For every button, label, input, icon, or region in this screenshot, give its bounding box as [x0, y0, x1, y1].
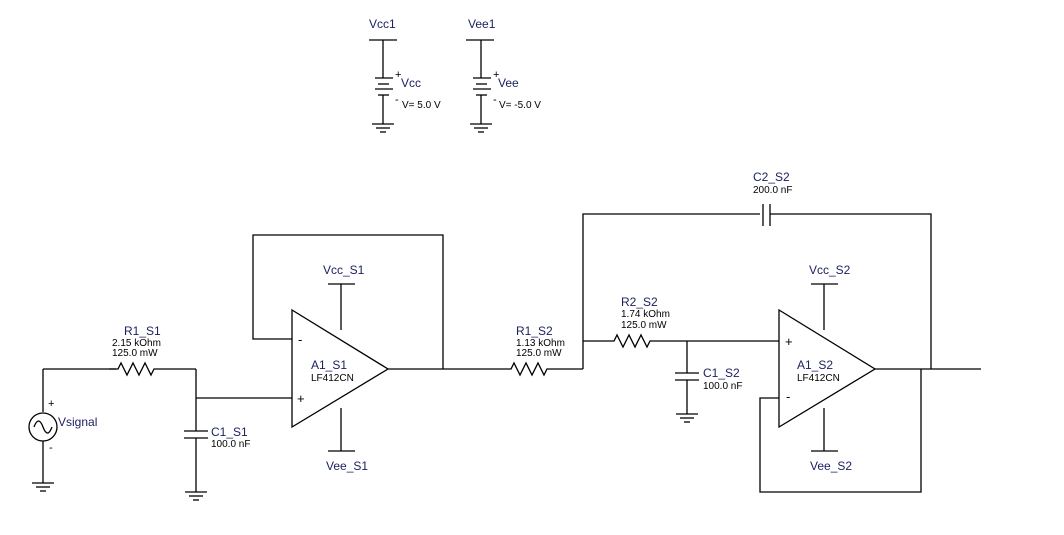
vee1-supply	[466, 39, 494, 133]
vee-minus-sign: -	[493, 94, 497, 106]
vee-s1-label: Vee_S1	[326, 459, 368, 473]
a1-s1-model: LF412CN	[311, 373, 354, 384]
c1-s2-label: C1_S2	[703, 366, 740, 380]
vee-voltage: V= -5.0 V	[499, 100, 541, 111]
r1-s1-label: R1_S1	[124, 324, 161, 338]
a1-s1-minus-sign: -	[298, 332, 302, 347]
c2-s2-label: C2_S2	[753, 170, 790, 184]
vcc-minus-sign: -	[395, 94, 399, 106]
r2-s2-power: 125.0 mW	[621, 320, 667, 331]
stage1-wiring	[43, 234, 500, 501]
vee-source-label: Vee	[498, 76, 519, 90]
a1-s1-plus-sign: +	[297, 391, 305, 406]
stage2-wiring	[500, 204, 981, 493]
vcc1-supply	[369, 39, 397, 133]
opamp-a1-s1	[291, 308, 390, 429]
a1-s1-label: A1_S1	[311, 358, 347, 372]
a1-s2-model: LF412CN	[797, 373, 840, 384]
r1-s2-label: R1_S2	[516, 324, 553, 338]
r2-s2-resistor	[583, 333, 779, 349]
vsignal-minus-sign: -	[49, 442, 53, 454]
a1-s2-label: A1_S2	[797, 358, 833, 372]
vee1-label: Vee1	[468, 17, 496, 31]
vsignal-source	[28, 369, 58, 492]
vee-plus-sign: +	[493, 69, 499, 81]
vee-s2-label: Vee_S2	[810, 459, 852, 473]
a1-s2-plus-sign: +	[785, 334, 793, 349]
vsignal-label: Vsignal	[58, 415, 97, 429]
c1-s1-label: C1_S1	[211, 425, 248, 439]
r1-s1-resistance: 2.15 kOhm	[112, 338, 161, 349]
vcc1-label: Vcc1	[369, 17, 396, 31]
a1-s2-minus-sign: -	[786, 389, 790, 404]
c1-s2-value: 100.0 nF	[703, 381, 742, 392]
r1-s2-power: 125.0 mW	[516, 348, 562, 359]
r1-s1-resistor	[109, 361, 196, 377]
vcc-s2-label: Vcc_S2	[809, 263, 851, 277]
c2-s2-value: 200.0 nF	[753, 185, 792, 196]
r2-s2-label: R2_S2	[621, 295, 658, 309]
r1-s2-resistance: 1.13 kOhm	[516, 338, 565, 349]
r1-s2-resistor	[500, 361, 583, 377]
vcc-source-label: Vcc	[401, 76, 421, 90]
vcc-voltage: V= 5.0 V	[402, 100, 441, 111]
vcc-plus-sign: +	[395, 69, 401, 81]
opamp-a1-s2	[778, 308, 877, 429]
vcc-s1-label: Vcc_S1	[323, 263, 365, 277]
r2-s2-resistance: 1.74 kOhm	[621, 309, 670, 320]
r1-s1-power: 125.0 mW	[112, 348, 158, 359]
c1-s1-value: 100.0 nF	[211, 439, 250, 450]
vsignal-plus-sign: +	[48, 398, 54, 410]
